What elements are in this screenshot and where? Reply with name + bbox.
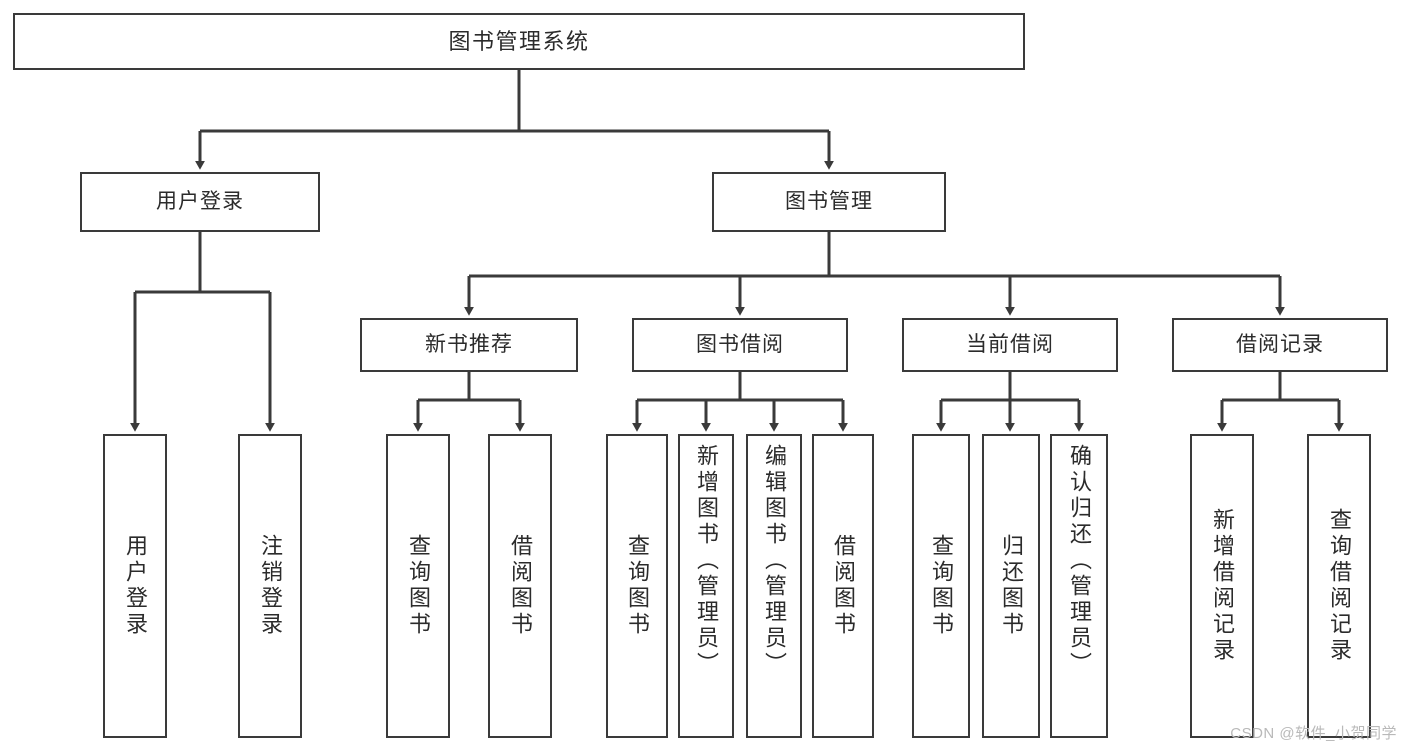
node-root[interactable]: 图书管理系统 xyxy=(13,13,1025,70)
leaf-cb-confirm-return-admin[interactable]: 确认归还（管理员） xyxy=(1050,434,1108,738)
leaf-user-login-label: 用户登录 xyxy=(123,534,148,638)
leaf-bb-borrow-book-label: 借阅图书 xyxy=(831,534,856,638)
leaf-bb-borrow-book[interactable]: 借阅图书 xyxy=(812,434,874,738)
leaf-bb-query-book[interactable]: 查询图书 xyxy=(606,434,668,738)
node-new-book-recommend[interactable]: 新书推荐 xyxy=(360,318,578,372)
leaf-user-login[interactable]: 用户登录 xyxy=(103,434,167,738)
node-current-borrow-label: 当前借阅 xyxy=(966,332,1054,356)
node-book-borrow[interactable]: 图书借阅 xyxy=(632,318,848,372)
node-book-borrow-label: 图书借阅 xyxy=(696,332,784,356)
node-book-management-label: 图书管理 xyxy=(785,189,873,213)
leaf-bb-edit-book-admin[interactable]: 编辑图书（管理员） xyxy=(746,434,802,738)
leaf-bb-add-book-admin[interactable]: 新增图书（管理员） xyxy=(678,434,734,738)
leaf-br-add-record-label: 新增借阅记录 xyxy=(1210,508,1235,664)
leaf-bb-query-book-label: 查询图书 xyxy=(625,534,650,638)
node-new-book-recommend-label: 新书推荐 xyxy=(425,332,513,356)
leaf-logout[interactable]: 注销登录 xyxy=(238,434,302,738)
node-user-login-label: 用户登录 xyxy=(156,189,244,213)
node-borrow-record-label: 借阅记录 xyxy=(1236,332,1324,356)
leaf-cb-query-book[interactable]: 查询图书 xyxy=(912,434,970,738)
leaf-nb-borrow-book[interactable]: 借阅图书 xyxy=(488,434,552,738)
node-borrow-record[interactable]: 借阅记录 xyxy=(1172,318,1388,372)
node-book-management[interactable]: 图书管理 xyxy=(712,172,946,232)
leaf-nb-borrow-book-label: 借阅图书 xyxy=(508,534,533,638)
leaf-br-query-record[interactable]: 查询借阅记录 xyxy=(1307,434,1371,738)
leaf-cb-return-book-label: 归还图书 xyxy=(999,534,1024,638)
node-root-label: 图书管理系统 xyxy=(448,28,590,54)
leaf-br-query-record-label: 查询借阅记录 xyxy=(1327,508,1352,664)
leaf-cb-return-book[interactable]: 归还图书 xyxy=(982,434,1040,738)
leaf-cb-query-book-label: 查询图书 xyxy=(929,534,954,638)
leaf-bb-edit-book-admin-label: 编辑图书（管理员） xyxy=(762,444,787,678)
leaf-logout-label: 注销登录 xyxy=(258,534,283,638)
leaf-br-add-record[interactable]: 新增借阅记录 xyxy=(1190,434,1254,738)
leaf-nb-query-book[interactable]: 查询图书 xyxy=(386,434,450,738)
node-user-login[interactable]: 用户登录 xyxy=(80,172,320,232)
leaf-bb-add-book-admin-label: 新增图书（管理员） xyxy=(694,444,719,678)
leaf-nb-query-book-label: 查询图书 xyxy=(406,534,431,638)
node-current-borrow[interactable]: 当前借阅 xyxy=(902,318,1118,372)
leaf-cb-confirm-return-admin-label: 确认归还（管理员） xyxy=(1067,444,1092,678)
